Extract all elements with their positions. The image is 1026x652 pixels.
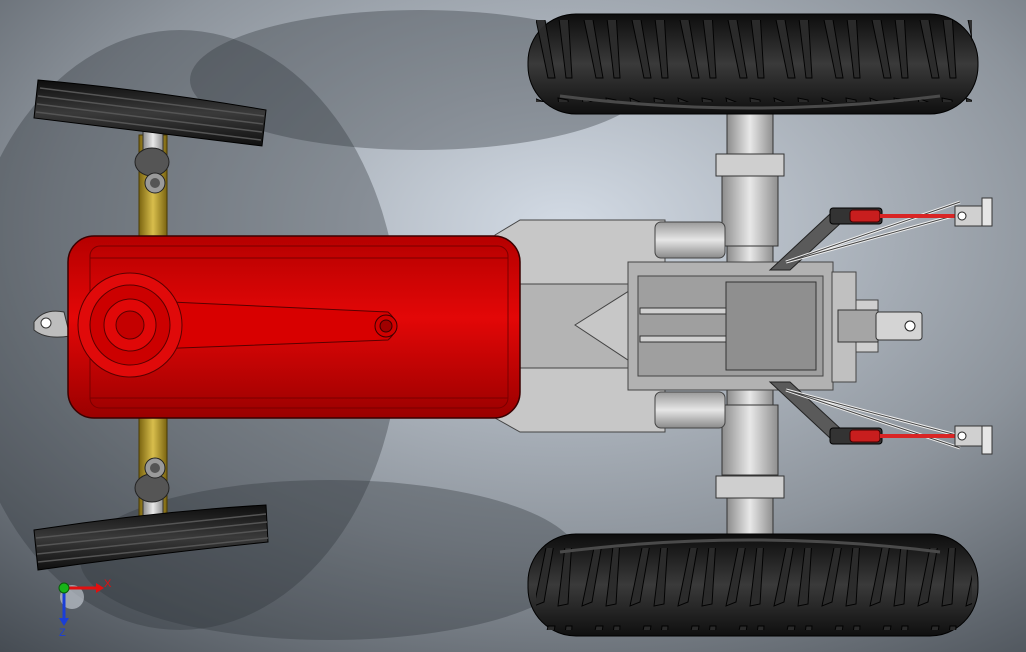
front-tire-top[interactable] <box>33 79 267 147</box>
hitch-link-bottom[interactable] <box>768 381 993 455</box>
gearbox-housing[interactable] <box>627 261 879 391</box>
view-orientation-triad[interactable]: X Z <box>58 578 112 639</box>
rear-tire-top[interactable] <box>527 13 979 115</box>
front-tire-bottom[interactable] <box>33 504 269 571</box>
triad-x-label: X <box>104 578 112 590</box>
engine-hood[interactable] <box>33 235 521 419</box>
hitch-link-top[interactable] <box>768 197 993 271</box>
triad-z-label: Z <box>59 627 66 639</box>
rear-tire-bottom[interactable] <box>527 533 979 637</box>
pto-coupler[interactable] <box>875 311 923 341</box>
chassis-frame[interactable] <box>494 219 726 433</box>
